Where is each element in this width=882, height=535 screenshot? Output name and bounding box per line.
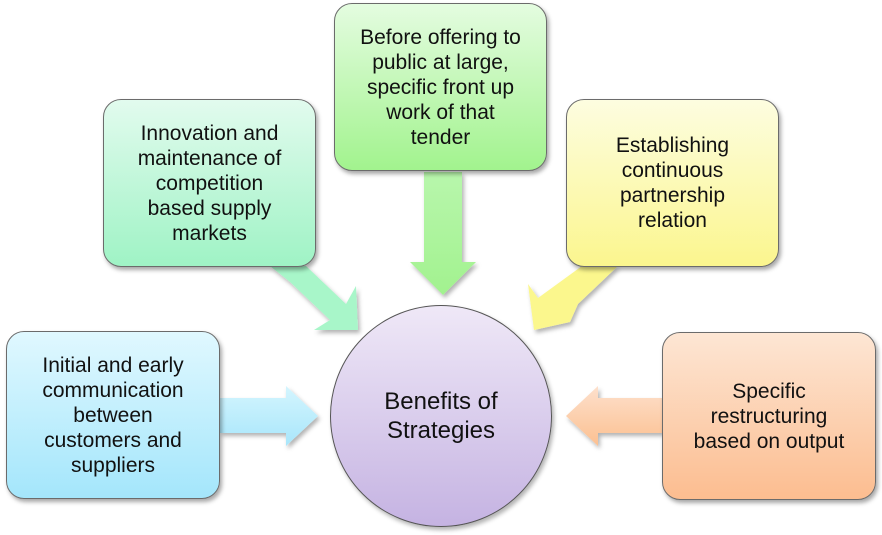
node-label: Innovation and maintenance of competitio… [137,121,282,245]
arrow-left-to-center [220,386,318,446]
node-specific-restructuring: Specific restructuring based on output [662,332,876,500]
arrow-top-to-center [410,172,476,295]
node-early-communication: Initial and early communication between … [6,331,220,499]
node-partnership-relation: Establishing continuous partnership rela… [566,99,779,267]
node-innovation-maintenance: Innovation and maintenance of competitio… [103,99,316,267]
center-node-benefits-of-strategies: Benefits of Strategies [330,305,552,527]
node-label: Initial and early communication between … [42,353,184,477]
arrow-topleft-to-center [270,266,358,330]
center-label: Benefits of Strategies [384,388,498,444]
node-front-up-work: Before offering to public at large, spec… [334,3,547,171]
node-label: Specific restructuring based on output [693,379,845,453]
arrow-right-to-center [566,386,662,446]
node-label: Before offering to public at large, spec… [360,25,521,149]
arrow-topright-to-center [528,266,618,330]
node-label: Establishing continuous partnership rela… [615,134,730,232]
